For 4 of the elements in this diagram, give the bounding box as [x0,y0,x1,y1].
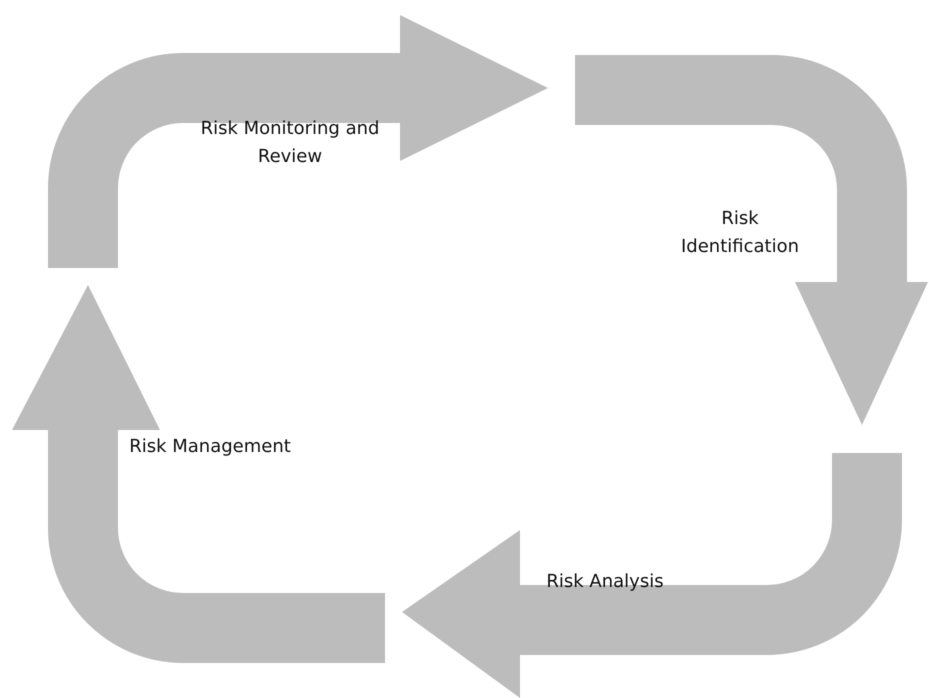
step-label: Risk Monitoring and Review [200,117,380,169]
step-label: Risk Analysis [545,570,665,594]
step-label: Risk Management [128,435,292,459]
step-label: Risk Identification [680,207,800,259]
